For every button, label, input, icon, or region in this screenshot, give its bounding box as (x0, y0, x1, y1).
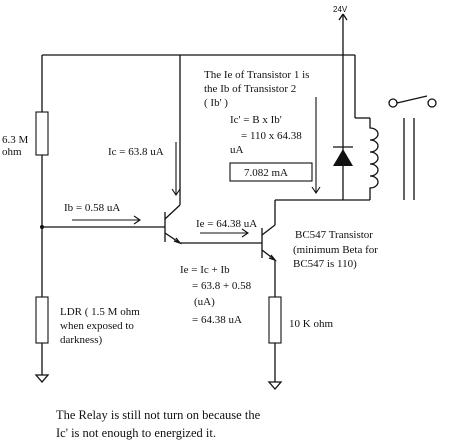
label-note-1: The Ie of Transistor 1 is (204, 69, 309, 81)
label-ie-top: Ie = 64.38 uA (196, 218, 257, 230)
label-ldr-line3: darkness) (60, 334, 102, 346)
label-bc547-3: BC547 is 110) (293, 258, 357, 270)
relay-branch (275, 55, 370, 201)
supply-terminal: 24V (333, 5, 348, 55)
label-note-2: the Ib of Transistor 2 (204, 83, 296, 95)
label-6-3m-line2: ohm (2, 146, 22, 158)
caption-line-2: Ic' is not enough to energized it. (56, 426, 216, 440)
current-arrows (72, 97, 321, 238)
label-ie-calc-3: (uA) (194, 296, 215, 308)
label-ib: Ib = 0.58 uA (64, 202, 120, 214)
relay-coil (369, 118, 379, 200)
label-10k: 10 K ohm (289, 318, 333, 330)
label-ie-calc-4: = 64.38 uA (192, 314, 242, 326)
label-result: 7.082 mA (244, 167, 288, 179)
resistor-6-3m (35, 111, 49, 156)
left-divider (34, 55, 165, 383)
label-bc547-2: (minimum Beta for (293, 244, 378, 256)
diode (333, 146, 353, 166)
resistor-10k (268, 296, 282, 344)
supply-label: 24V (333, 5, 348, 14)
relay-switch (388, 95, 437, 200)
label-6-3m-line1: 6.3 M (2, 134, 29, 146)
transistor-1 (164, 55, 262, 245)
label-bc547-1: BC547 Transistor (295, 229, 373, 241)
result-box (229, 162, 313, 182)
label-ie-calc-1: Ie = Ic + Ib (180, 264, 230, 276)
label-ldr-line1: LDR ( 1.5 M ohm (60, 306, 140, 318)
label-ic-prime-1: Ic' = B x Ib' (230, 114, 282, 126)
label-ie-calc-2: = 63.8 + 0.58 (192, 280, 252, 292)
transistor-2 (261, 200, 283, 390)
label-ic: Ic = 63.8 uA (108, 146, 164, 158)
ldr-resistor (35, 296, 49, 344)
label-ic-prime-2: = 110 x 64.38 (241, 130, 302, 142)
ground-symbol-right (267, 381, 283, 390)
caption-line-1: The Relay is still not turn on because t… (56, 408, 261, 422)
label-ic-prime-3: uA (230, 144, 244, 156)
label-ldr-line2: when exposed to (60, 320, 134, 332)
label-note-3: ( Ib' ) (204, 97, 228, 109)
ground-symbol-left (34, 374, 50, 383)
